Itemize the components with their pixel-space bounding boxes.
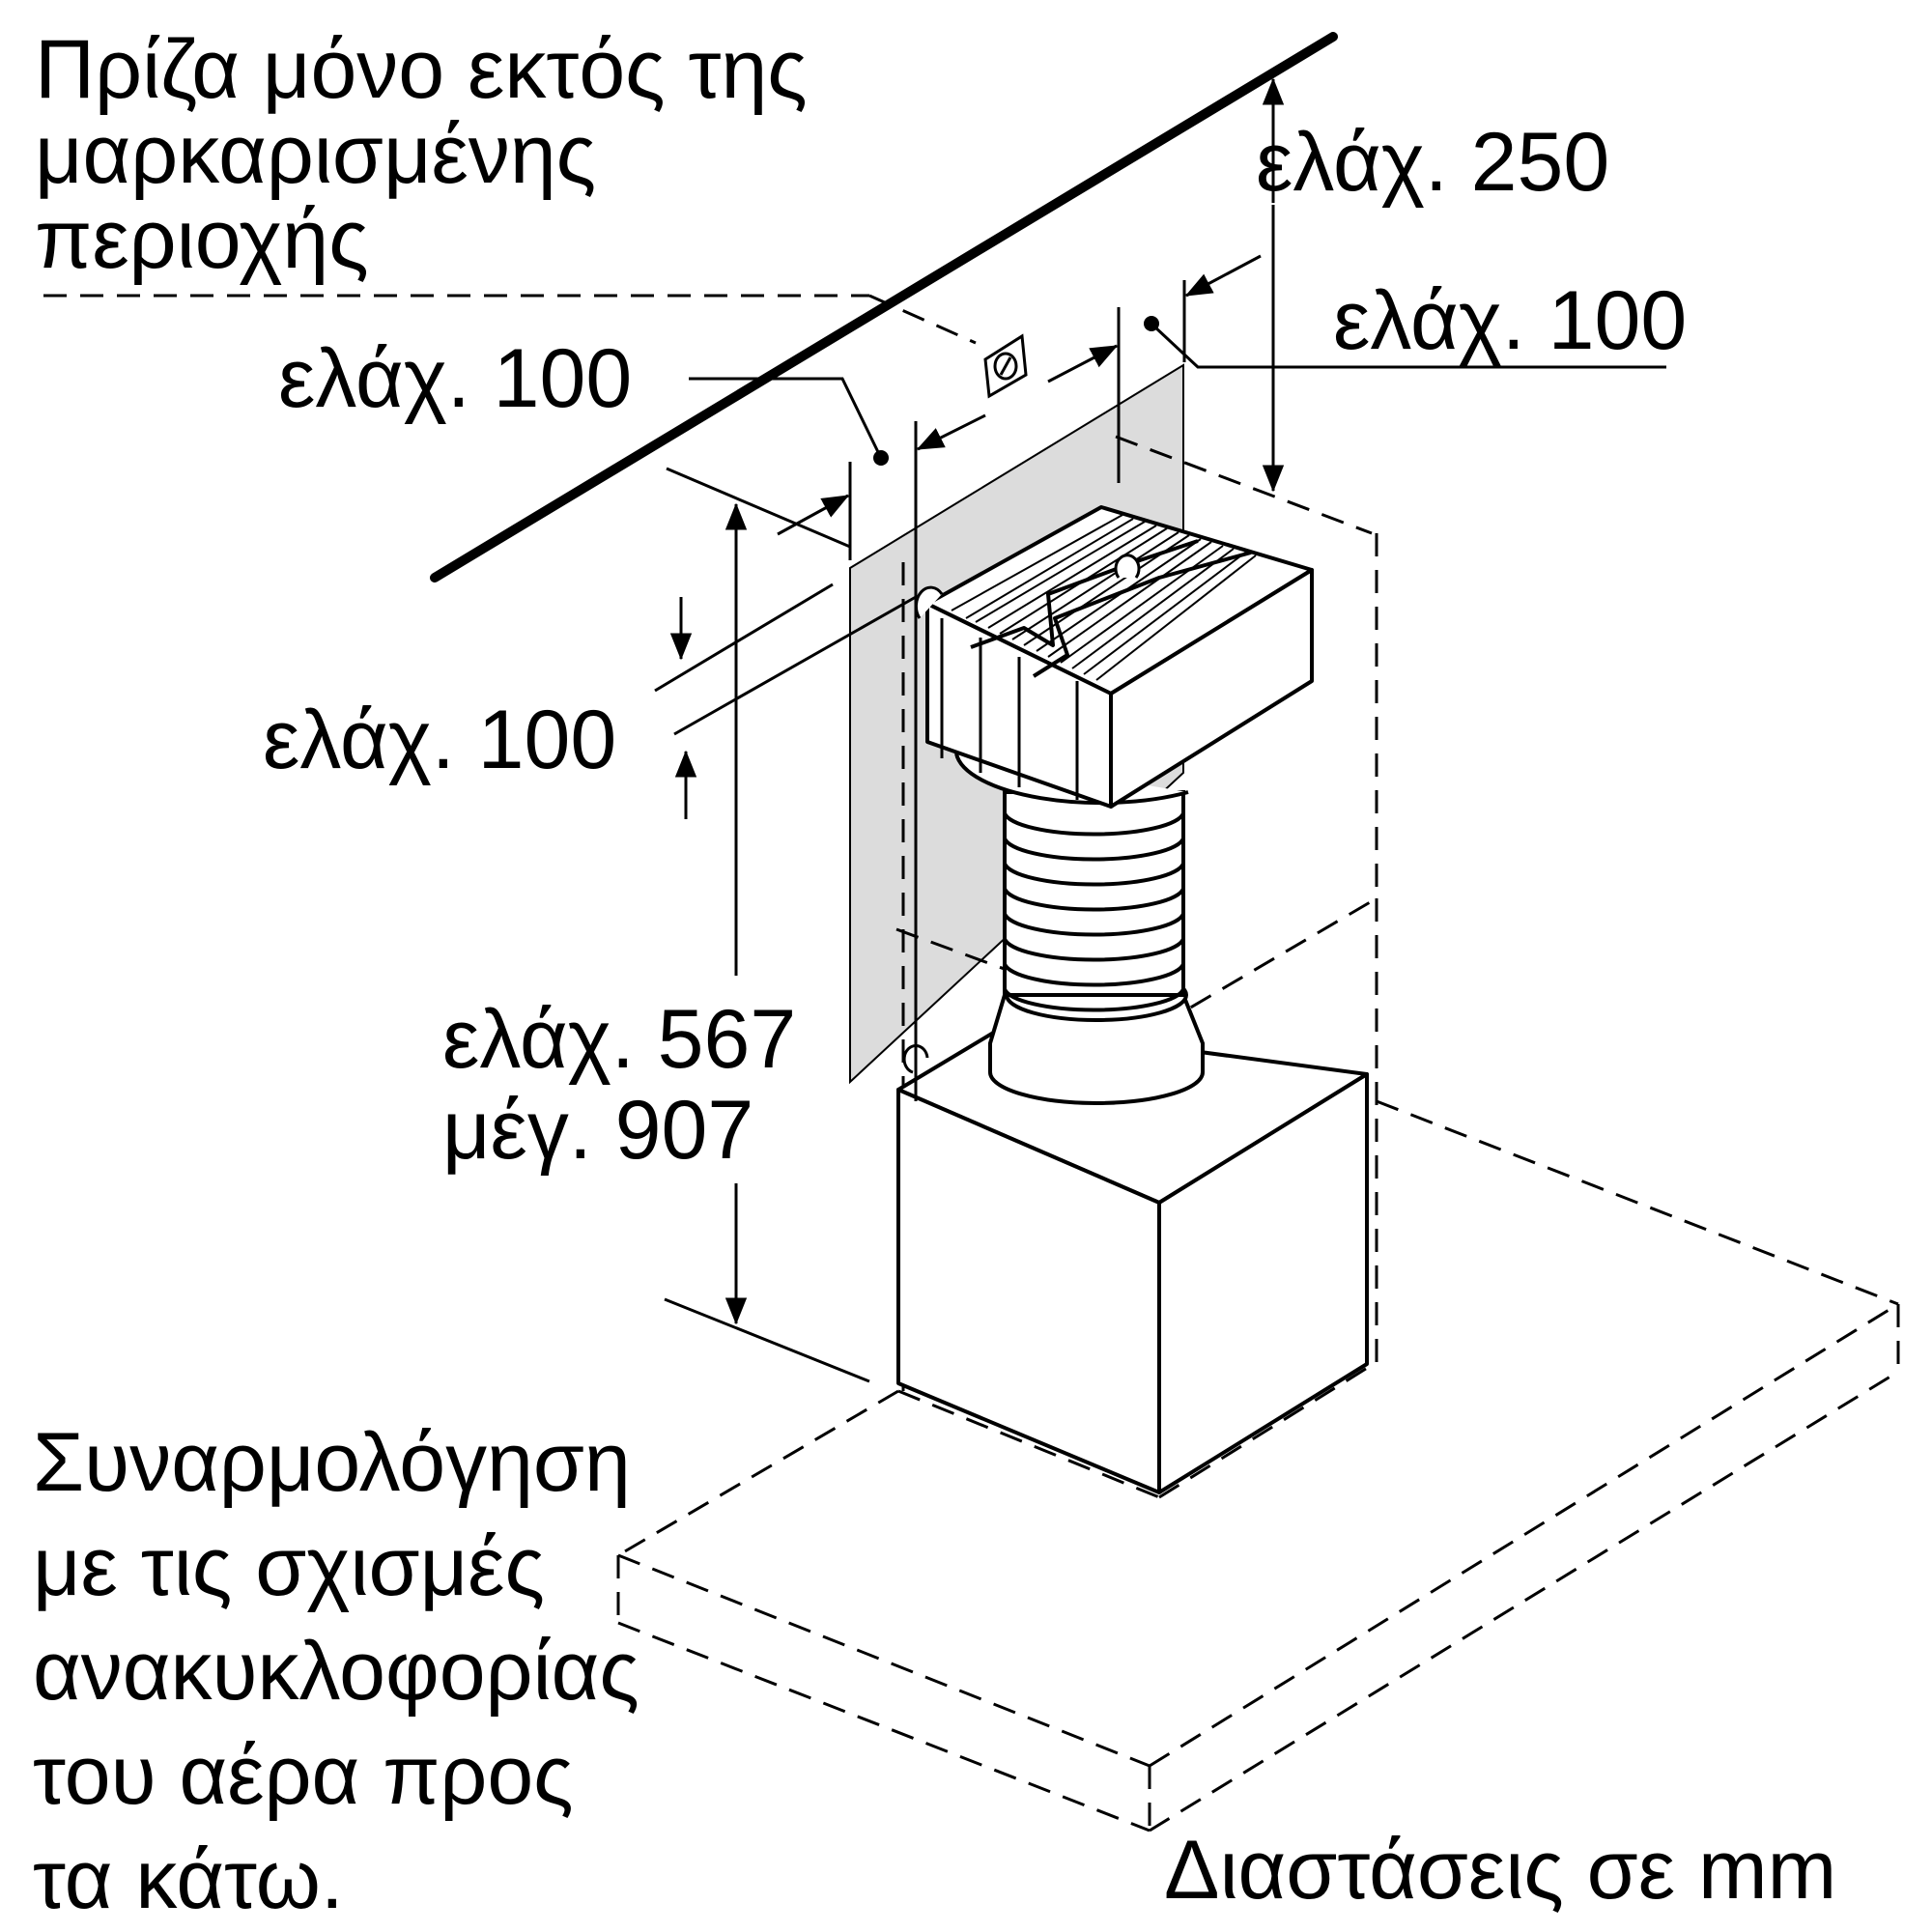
socket-zone-boundary: [43, 294, 977, 345]
socket-note-line-1: Πρίζα μόνο εκτός της: [35, 23, 808, 116]
assembly-note-line-5: τα κάτω.: [33, 1833, 344, 1926]
motor-box: [896, 1024, 1369, 1494]
leader-dot-left: [873, 450, 889, 466]
assembly-note-line-1: Συναρμολόγηση: [33, 1416, 631, 1509]
dimension-height: [664, 467, 870, 1383]
height-min-label: ελάχ. 567: [442, 993, 797, 1086]
ceiling-line: [430, 32, 1338, 582]
hood-outline: [616, 1099, 1900, 1833]
assembly-note: Συναρμολόγηση με τις σχισμές ανακυκλοφορ…: [33, 1410, 639, 1932]
assembly-note-line-4: του αέρα προς: [33, 1729, 574, 1822]
socket-note-line-3: περιοχής: [35, 193, 369, 286]
leader-lines: [689, 325, 1666, 455]
min-top-label: ελάχ. 250: [1256, 116, 1610, 209]
min-side-left-label: ελάχ. 100: [278, 332, 633, 425]
socket-note-line-2: μαρκαρισμένης: [35, 108, 597, 201]
dimension-left-100: [777, 413, 986, 1101]
units-note: Διαστάσεις σε mm: [1164, 1826, 1837, 1915]
dimension-right-100: [1047, 254, 1262, 483]
filter-module: [902, 505, 1314, 1074]
dimension-front-100: [654, 582, 917, 819]
height-max-label: μέγ. 907: [442, 1084, 754, 1177]
socket-note: Πρίζα μόνο εκτός της μαρκαρισμένης περιο…: [35, 27, 808, 282]
flex-duct: [1003, 790, 1185, 1012]
leader-dot-right: [1144, 316, 1159, 331]
assembly-note-line-2: με τις σχισμές: [33, 1520, 545, 1613]
min-front-label: ελάχ. 100: [263, 694, 617, 786]
socket-icon: [983, 333, 1028, 399]
assembly-note-line-3: ανακυκλοφορίας: [33, 1625, 639, 1718]
min-side-right-label: ελάχ. 100: [1333, 274, 1688, 367]
